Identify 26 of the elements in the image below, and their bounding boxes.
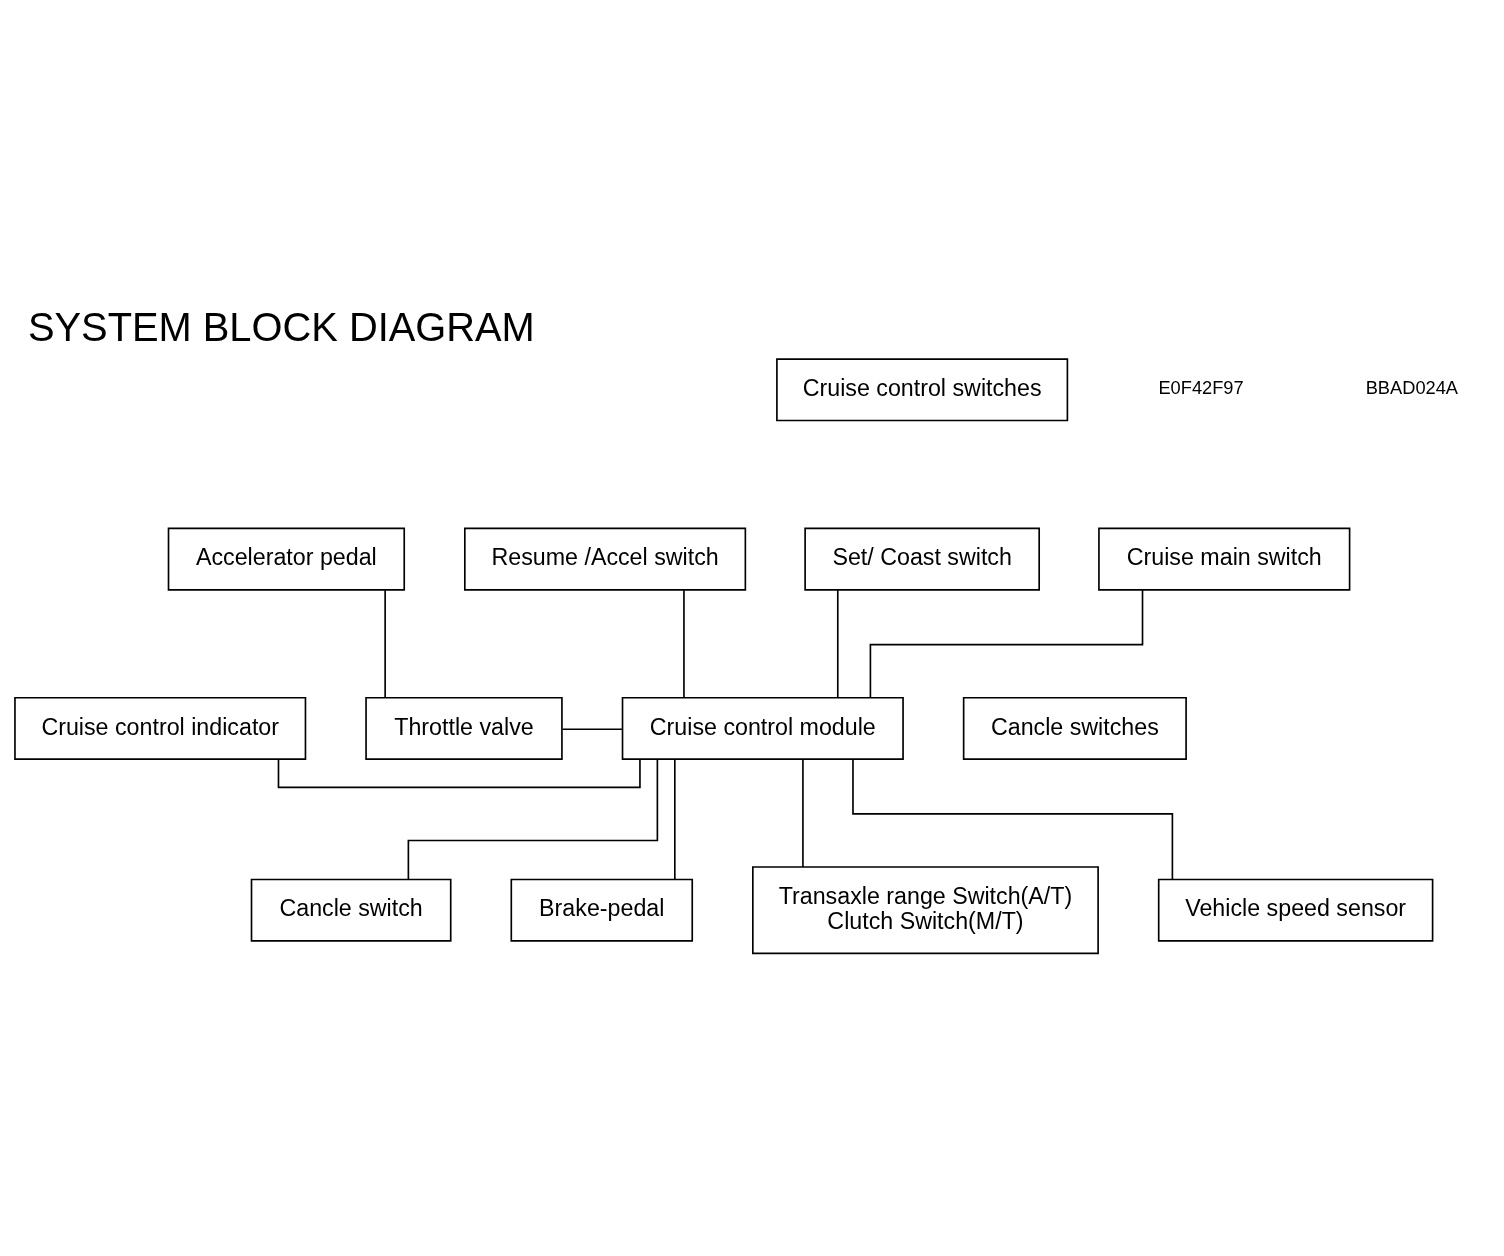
node-box: Cruise control switches [776,358,1069,422]
connector [407,758,659,881]
node-box: Cancle switch [250,878,452,942]
node-box: Accelerator pedal [167,527,406,591]
node-box: Resume /Accel switch [464,527,747,591]
connector [683,589,685,699]
node-box: Vehicle speed sensor [1157,878,1434,942]
connector [561,728,623,731]
node-box: Brake-pedal [510,878,694,942]
connector [673,758,676,881]
node-box: Cancle switches [962,696,1187,760]
diagram-title: SYSTEM BLOCK DIAGRAM [27,305,535,350]
connector [836,589,839,699]
label: BBAD024A [1365,377,1459,399]
node-box: Transaxle range Switch(A/T) Clutch Switch(M/T) [752,866,1099,955]
node-box: Cruise control module [621,696,904,760]
node-box: Set/ Coast switch [804,527,1040,591]
node-box: Throttle valve [365,696,563,760]
connector [384,589,386,699]
connector [277,758,641,789]
connector [869,589,1144,699]
node-box: Cruise main switch [1098,527,1351,591]
connector [852,758,1174,881]
label: E0F42F97 [1158,377,1244,399]
connector [802,758,804,868]
node-box: Cruise control indicator [14,696,307,760]
